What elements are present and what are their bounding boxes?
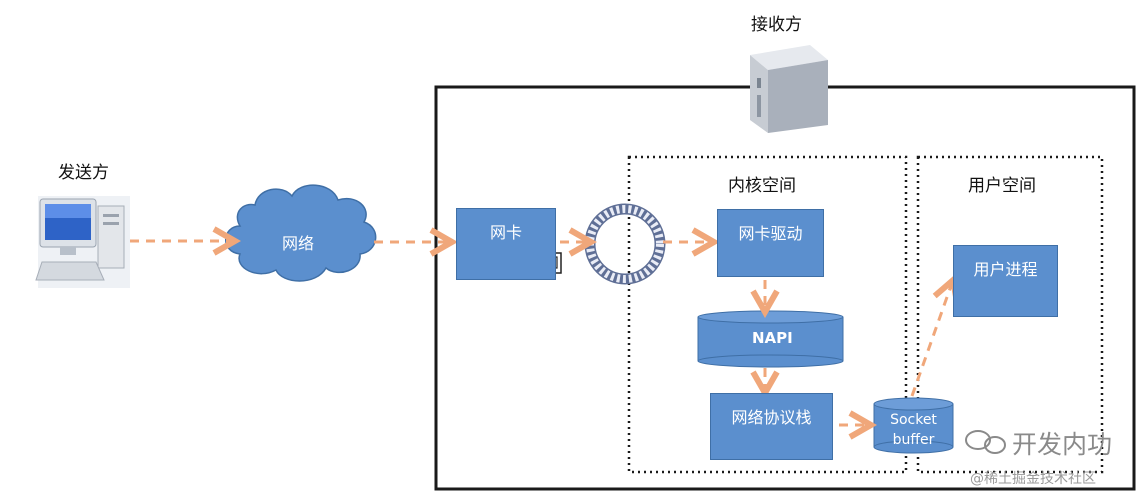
nic-label: 网卡 bbox=[489, 223, 522, 242]
socket-label-line1: Socket bbox=[890, 412, 937, 428]
driver-label: 网卡驱动 bbox=[738, 224, 803, 243]
user-space-frame bbox=[916, 155, 1104, 474]
sender-label: 发送方 bbox=[58, 163, 109, 183]
server-icon bbox=[750, 45, 828, 133]
watermark-brand: 开发内功 bbox=[1012, 430, 1113, 459]
stack-label: 网络协议栈 bbox=[731, 408, 812, 427]
driver-box: 网卡驱动 bbox=[717, 209, 824, 277]
user-process-box: 用户进程 bbox=[953, 245, 1058, 317]
user-space-label: 用户空间 bbox=[968, 176, 1036, 196]
napi-label: NAPI bbox=[752, 329, 793, 347]
kernel-space-label: 内核空间 bbox=[728, 176, 796, 196]
watermark-logo-icon bbox=[965, 430, 1006, 454]
socket-label-line2: buffer bbox=[892, 432, 935, 448]
desktop-computer-icon bbox=[35, 196, 130, 288]
network-label: 网络 bbox=[282, 234, 315, 253]
kernel-space-frame bbox=[627, 155, 908, 474]
napi-cylinder bbox=[697, 310, 844, 368]
socket-buffer-label: Socket buffer bbox=[874, 410, 953, 450]
nic-box: 网卡 bbox=[456, 208, 556, 280]
user-process-label: 用户进程 bbox=[973, 260, 1038, 279]
socket-buffer-cylinder bbox=[873, 397, 954, 454]
receiver-label: 接收方 bbox=[751, 15, 802, 35]
watermark-site: @稀土掘金技术社区 bbox=[970, 471, 1096, 487]
stack-box: 网络协议栈 bbox=[710, 393, 833, 460]
flow-arrows bbox=[130, 241, 952, 425]
